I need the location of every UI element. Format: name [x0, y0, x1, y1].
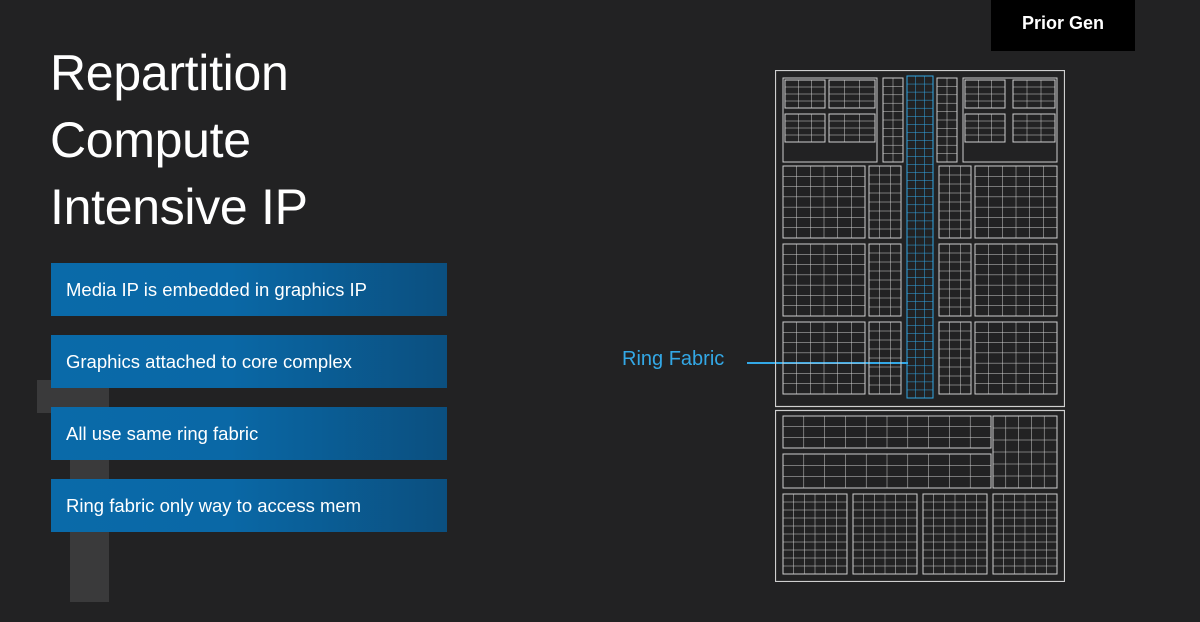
bullet-same-ring-fabric: All use same ring fabric [51, 407, 447, 460]
ring-fabric-callout-line [747, 362, 908, 364]
chip-die-diagram [775, 70, 1065, 582]
core-left-1-grid [783, 166, 865, 238]
bullet-media-ip: Media IP is embedded in graphics IP [51, 263, 447, 316]
title-line-1: Repartition [50, 45, 289, 101]
soc-bottom-block-4-grid [993, 494, 1057, 574]
compute-die-outline [775, 70, 1065, 408]
chip-die-svg [775, 70, 1065, 582]
prior-gen-badge: Prior Gen [991, 0, 1135, 51]
title-line-2: Compute [50, 112, 251, 168]
bullet-ring-fabric-mem: Ring fabric only way to access mem [51, 479, 447, 532]
top-right-strip-grid [937, 78, 957, 162]
top-right-cell-1-grid [965, 80, 1005, 108]
top-left-cell-1-grid [785, 80, 825, 108]
core-left-3-grid [783, 322, 865, 394]
soc-bottom-block-1-grid [783, 494, 847, 574]
core-right-1-grid [975, 166, 1057, 238]
core-right-3-grid [975, 322, 1057, 394]
title-line-3: Intensive IP [50, 179, 308, 235]
top-right-cell-3-grid [965, 114, 1005, 142]
soc-bottom-block-2-grid [853, 494, 917, 574]
cache-right-3-grid [939, 322, 971, 394]
cache-left-3-grid [869, 322, 901, 394]
top-left-strip-grid [883, 78, 903, 162]
bullet-graphics-attached: Graphics attached to core complex [51, 335, 447, 388]
cache-left-2-grid [869, 244, 901, 316]
soc-die-outline [775, 409, 1065, 582]
soc-bottom-block-3-grid [923, 494, 987, 574]
cache-right-1-grid [939, 166, 971, 238]
top-left-cell-2-grid [829, 80, 875, 108]
bullet-list: Media IP is embedded in graphics IP Grap… [51, 263, 447, 551]
soc-row-2-grid [783, 454, 991, 488]
ring-fabric-column-grid [907, 76, 933, 398]
core-left-2-grid [783, 244, 865, 316]
top-right-cell-2-grid [1013, 80, 1055, 108]
top-right-block [962, 77, 1058, 163]
soc-right-block-grid [993, 416, 1057, 488]
soc-row-1-grid [783, 416, 991, 448]
slide-title: Repartition Compute Intensive IP [50, 40, 470, 241]
top-left-block [782, 77, 878, 163]
ring-fabric-label: Ring Fabric [622, 348, 725, 370]
cache-left-1-grid [869, 166, 901, 238]
top-left-cell-3-grid [785, 114, 825, 142]
core-right-2-grid [975, 244, 1057, 316]
top-right-cell-4-grid [1013, 114, 1055, 142]
top-left-cell-4-grid [829, 114, 875, 142]
cache-right-2-grid [939, 244, 971, 316]
